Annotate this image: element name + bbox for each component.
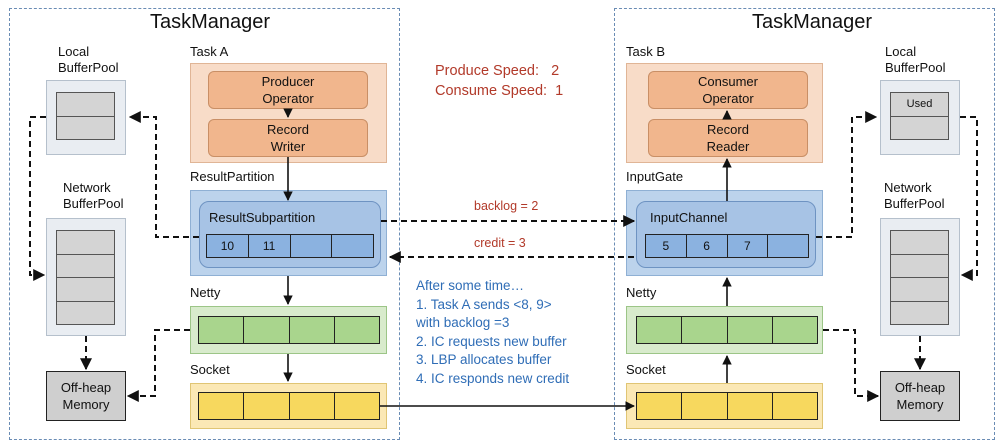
result-partition-label: ResultPartition [190,169,275,184]
produce-speed: Produce Speed: 2 [435,63,560,79]
right-netty-label: Netty [626,285,657,300]
step-item: 1. Task A sends <8, 9> [416,296,552,312]
left-network-pool-buffers [56,230,115,325]
right-local-pool-label-line2: BufferPool [885,60,946,75]
left-socket-label: Socket [190,362,230,377]
step-item: 3. LBP allocates buffer [416,352,552,367]
left-local-pool-label: Local BufferPool [58,44,118,76]
left-offheap-line2: Memory [62,397,110,412]
input-gate-label: InputGate [626,169,684,184]
buffer-slot [332,235,373,257]
arrow-local-to-network-pool-left [29,116,46,281]
right-local-pool-label-line1: Local [885,44,917,59]
result-subpartition-buffers: 10 11 [206,234,374,258]
producer-operator-line1: Producer [261,74,315,89]
left-taskmanager [9,8,400,440]
left-netty-label: Netty [190,285,221,300]
right-local-pool-buffers: Used [890,92,949,140]
left-network-pool-label: Network BufferPool [63,180,123,212]
arrow-subpartition-to-local-pool [128,111,199,238]
steps-heading: After some time… [416,278,525,293]
steps-list: After some time… 1. Task A sends <8, 9> … [416,277,569,388]
left-network-pool-label-line1: Network [63,180,111,195]
step-item: 2. IC requests new buffer [416,333,567,349]
consumer-operator-line2: Operator [702,91,754,106]
consume-speed: Consume Speed: 1 [435,83,564,99]
consumer-operator-line1: Consumer [698,74,758,89]
buffer-slot [290,235,333,257]
right-offheap-line2: Memory [896,397,944,412]
arrow-netty-to-offheap-right [823,329,880,402]
task-a-label: Task A [190,44,229,59]
buffer-slot [768,235,808,257]
credit-label: credit = 3 [474,236,526,250]
right-taskmanager-title: TaskManager [752,11,873,33]
record-reader-line1: Record [707,122,749,137]
record-writer-line1: Record [267,122,309,137]
input-channel-label: InputChannel [650,210,728,225]
left-netty-buffers [198,316,380,344]
buffer-slot: 11 [248,235,291,257]
left-local-pool-label-line2: BufferPool [58,60,119,75]
task-b-label: Task B [626,44,666,59]
right-network-pool-label-line1: Network [884,180,932,195]
left-offheap-line1: Off-heap [60,380,112,395]
step-item: with backlog =3 [416,315,510,330]
left-taskmanager-title: TaskManager [150,11,271,33]
buffer-slot: 6 [686,235,728,257]
step-item: 4. IC responds new credit [416,370,570,386]
arrow-local-to-network-pool-right [960,116,978,281]
right-taskmanager [614,8,995,440]
used-buffer: Used [891,93,948,117]
right-offheap-line1: Off-heap [894,380,946,395]
backlog-label: backlog = 2 [474,199,539,213]
left-local-pool-label-line1: Local [58,44,90,59]
buffer-slot: 7 [727,235,769,257]
record-reader-line2: Reader [706,139,750,154]
right-network-pool-label: Network BufferPool [884,180,944,212]
right-socket-label: Socket [626,362,666,377]
result-subpartition-label: ResultSubpartition [209,210,316,225]
arrow-netty-to-offheap-left [126,329,190,402]
right-netty-buffers [636,316,818,344]
right-network-pool-buffers [890,230,949,325]
left-network-pool-label-line2: BufferPool [63,196,124,211]
right-network-pool-label-line2: BufferPool [884,196,945,211]
left-socket-buffers [198,392,380,420]
input-channel-buffers: 5 6 7 [645,234,809,258]
buffer-slot: 10 [207,235,249,257]
right-socket-buffers [636,392,818,420]
left-local-pool-buffers [56,92,115,140]
producer-operator-line2: Operator [262,91,314,106]
arrow-channel-to-local-pool [816,111,878,238]
record-writer-line2: Writer [270,139,306,154]
right-local-pool-label: Local BufferPool [885,44,945,76]
buffer-slot: 5 [646,235,687,257]
